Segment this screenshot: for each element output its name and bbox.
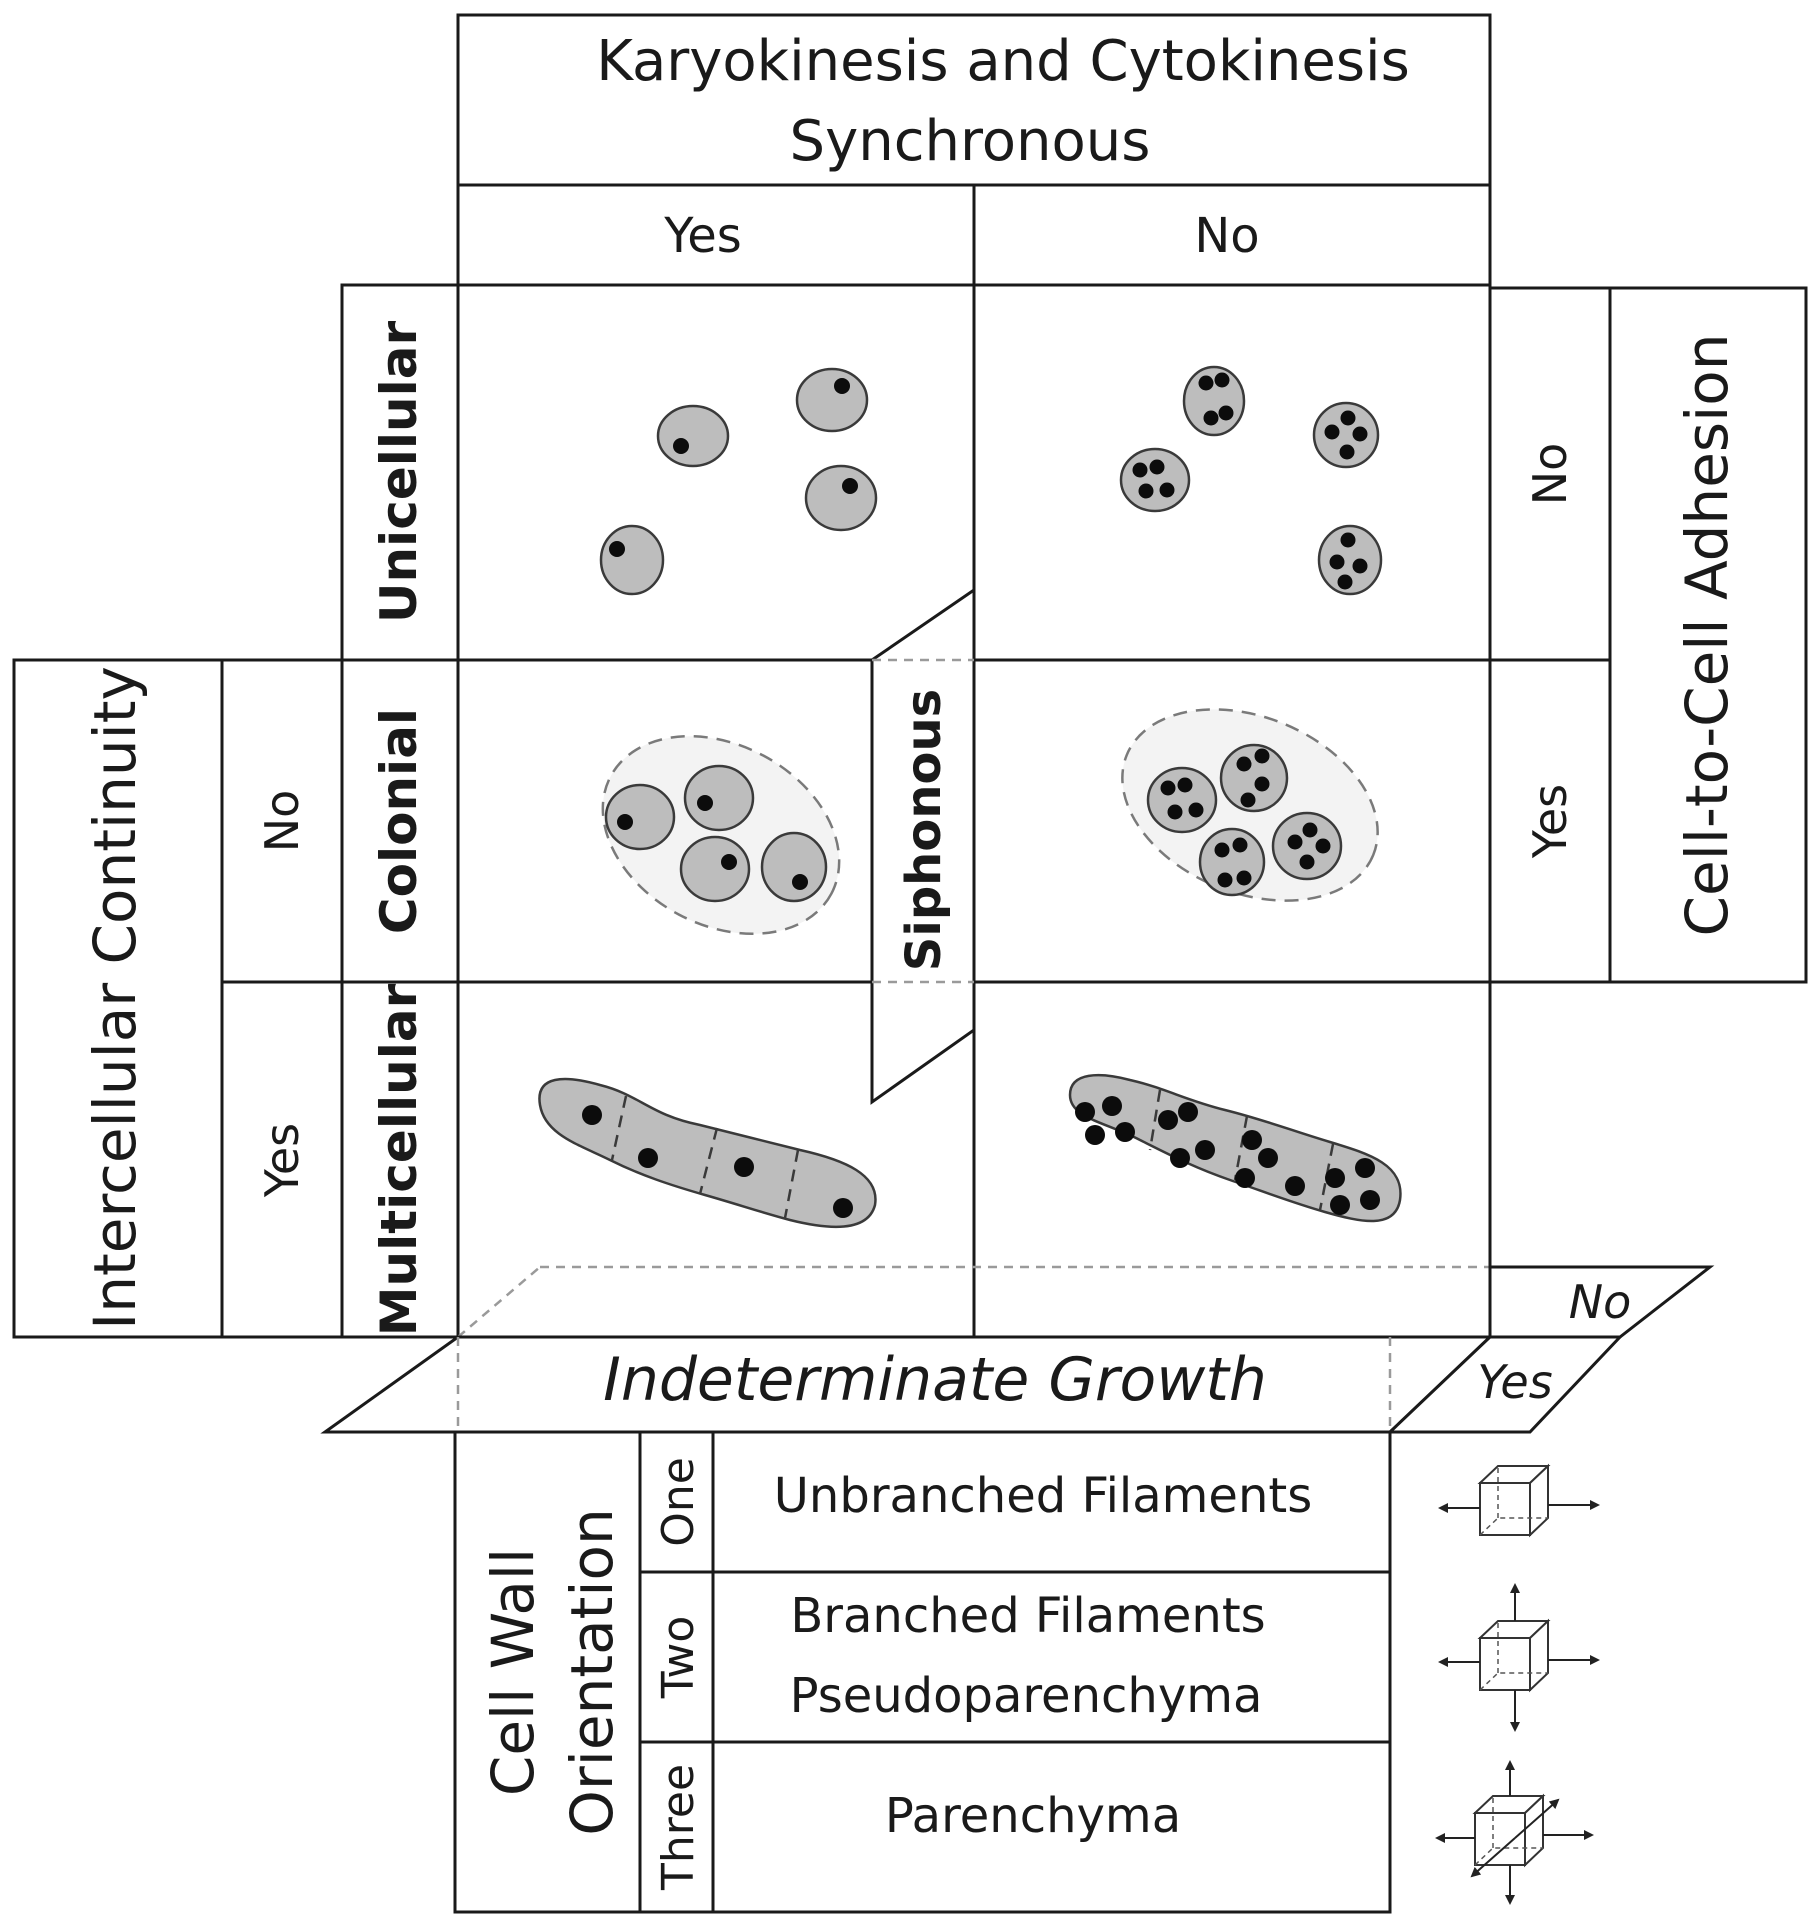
growth-plane-left-dash	[457, 1266, 541, 1338]
growth-title: Indeterminate Growth	[603, 1345, 1267, 1415]
cube-three-axis-icon	[1435, 1760, 1594, 1905]
synchrony-title-line2: Synchronous	[790, 109, 1151, 174]
synchrony-yes-box	[456, 183, 976, 287]
grid-unicellular-yes	[456, 283, 976, 662]
intercellular-yes-box	[220, 980, 344, 1339]
adhesion-title-box	[1608, 286, 1808, 984]
colonial-async-illustration	[1121, 708, 1379, 902]
intercellular-yes-label: Yes	[255, 1123, 309, 1198]
unbranched-box	[711, 1430, 1392, 1574]
multicellular-sync-illustration	[538, 1077, 877, 1228]
cube-two-axis-icon	[1438, 1583, 1600, 1732]
cube-one-axis-icon	[1438, 1463, 1600, 1538]
siphonous-panel	[870, 587, 976, 1105]
intercellular-no-box	[220, 658, 344, 984]
cellwall-two-label: Two	[653, 1616, 704, 1700]
colonial-sync-illustration	[601, 734, 841, 936]
cellwall-one-label: One	[653, 1457, 704, 1547]
branched-label: Branched Filaments	[790, 1588, 1265, 1644]
siphonous-label: Siphonous	[896, 689, 952, 971]
synchrony-header-box	[456, 13, 1492, 187]
branched-box	[711, 1570, 1392, 1744]
parenchyma-label: Parenchyma	[885, 1788, 1181, 1844]
row-colonial-label: Colonial	[370, 708, 428, 934]
row-unicellular-box	[340, 283, 460, 662]
cellwall-three-label: Three	[653, 1764, 704, 1891]
synchrony-yes-label: Yes	[663, 208, 741, 264]
multicellular-async-illustration	[1068, 1073, 1402, 1223]
row-unicellular-label: Unicellular	[370, 321, 428, 624]
intercellular-no-label: No	[255, 790, 309, 853]
cellwall-title-line2: Orientation	[558, 1508, 626, 1835]
adhesion-yes-label: Yes	[1523, 784, 1577, 859]
adhesion-no-box	[1488, 286, 1612, 662]
row-multicellular-label: Multicellular	[370, 983, 428, 1336]
pseudoparenchyma-label: Pseudoparenchyma	[790, 1668, 1263, 1724]
row-multicellular-box	[340, 980, 460, 1339]
cellwall-title-box	[453, 1430, 642, 1914]
cellwall-title-line1: Cell Wall	[479, 1548, 547, 1796]
synchrony-no-box	[972, 183, 1492, 287]
synchrony-no-label: No	[1194, 208, 1259, 264]
growth-yes-label: Yes	[1477, 1355, 1552, 1409]
synchrony-title-line1: Karyokinesis and Cytokinesis	[596, 29, 1410, 94]
cellwall-three-box	[638, 1740, 715, 1914]
growth-no-label: No	[1569, 1275, 1632, 1329]
intercellular-title: Intercellular Continuity	[81, 666, 149, 1330]
parenchyma-box	[711, 1740, 1392, 1914]
unbranched-label: Unbranched Filaments	[774, 1468, 1312, 1524]
unicellular-async-illustration	[1119, 365, 1383, 596]
growth-yes-box	[1386, 1335, 1624, 1434]
grid-unicellular-no	[972, 283, 1492, 662]
adhesion-no-label: No	[1523, 443, 1577, 506]
unicellular-sync-illustration	[599, 367, 878, 596]
adhesion-title: Cell-to-Cell Adhesion	[1673, 334, 1741, 937]
